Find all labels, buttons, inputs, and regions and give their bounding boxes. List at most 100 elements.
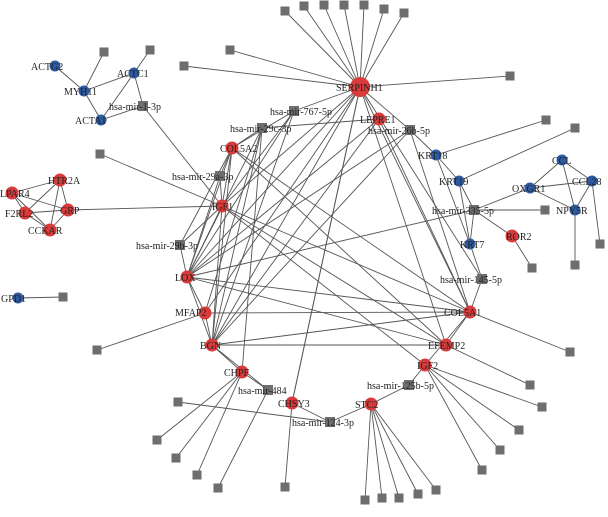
- edge-acta1-m1: [100, 105, 144, 121]
- node-label-bgn: BGN: [200, 341, 221, 352]
- mirna-node-hsa-mir-1-3p: [138, 101, 148, 111]
- leaf-edge: [96, 312, 206, 351]
- edge-igf1-col5a1: [221, 205, 471, 313]
- leaf-edge: [359, 4, 365, 88]
- node-label-gpd1: GPD1: [1, 294, 26, 305]
- gene-node-mfap2: [198, 306, 212, 320]
- edge-igf1-efemp2: [221, 205, 447, 346]
- mirna-node-hsa-mir-124-3p: [325, 417, 335, 427]
- node-label-igf2: IGF2: [417, 361, 438, 372]
- node-label-krt19: KRT19: [439, 177, 468, 188]
- edge-m29c-mfap2: [204, 127, 263, 314]
- edge-actc1-acta1: [100, 72, 135, 121]
- node-label-f2rl2: F2RL2: [5, 209, 33, 220]
- gene-node-krt7: [464, 238, 476, 250]
- edge-htr2a-f2rl2: [24, 179, 61, 214]
- node-label-acta1: ACTA1: [75, 116, 106, 127]
- gene-node-actc1: [128, 67, 140, 79]
- edge-lox-col5a1: [186, 276, 471, 313]
- edge-oxgr1-m335: [473, 187, 531, 211]
- leaf-node: [537, 402, 547, 412]
- leaf-node: [413, 489, 423, 499]
- node-label-myh11: MYH11: [64, 87, 97, 98]
- leaf-edge: [183, 65, 361, 88]
- edge-krt7-m145: [469, 243, 483, 280]
- edge-m29b-igf1: [179, 205, 223, 246]
- edge-m29c-chpf: [241, 127, 263, 373]
- node-label-col5a1: COL5A1: [444, 308, 481, 319]
- node-label-chpf: CHPF: [224, 368, 249, 379]
- mirna-node-hsa-mir-484: [263, 385, 273, 395]
- leaf-edge: [424, 364, 483, 471]
- leaf-edge: [175, 371, 243, 459]
- edge-lepre1-bgn: [211, 118, 380, 346]
- gene-node-f2rl2: [18, 206, 32, 220]
- leaf-edge: [458, 127, 576, 182]
- edge-col5a2-efemp2: [231, 147, 447, 346]
- gene-node-chpf: [235, 365, 249, 379]
- edge-lox-mfap2: [186, 276, 206, 314]
- gene-node-igf1: [215, 199, 229, 213]
- gene-node-grp: [61, 203, 75, 217]
- edge-m125b-stc2: [370, 384, 410, 405]
- node-label-krt7: KRT7: [460, 240, 484, 251]
- leaf-edge: [284, 10, 361, 88]
- gene-node-krt19: [453, 175, 465, 187]
- edge-m767-lox: [186, 110, 295, 278]
- gene-node-ror2: [505, 229, 519, 243]
- node-label-hsa-mir-767-5p: hsa-mir-767-5p: [270, 107, 332, 118]
- edge-col5a1-efemp2: [445, 311, 471, 346]
- leaf-node: [541, 115, 551, 125]
- edge-igf1-lox: [186, 205, 223, 278]
- leaf-edge: [424, 364, 501, 451]
- node-label-htr2a: HTR2A: [48, 176, 81, 187]
- leaf-edge: [343, 4, 361, 88]
- node-label-hsa-mir-335-5p: hsa-mir-335-5p: [432, 206, 494, 217]
- leaf-node: [58, 292, 68, 302]
- leaf-node: [152, 435, 162, 445]
- edge-krt18-krt7: [435, 154, 471, 245]
- leaf-edge: [370, 403, 437, 491]
- gene-node-col5a2: [225, 141, 239, 155]
- edge-col5a2-lox: [186, 147, 233, 278]
- node-label-hsa-mir-1-3p: hsa-mir-1-3p: [109, 102, 161, 113]
- leaf-edge: [370, 403, 400, 499]
- edge-serpinh1-lox: [186, 86, 361, 278]
- leaf-node: [145, 45, 155, 55]
- leaf-node: [399, 8, 409, 18]
- node-label-efemp2: EFEMP2: [428, 341, 465, 352]
- node-label-serpinh1: SERPINH1: [336, 83, 383, 94]
- leaf-node: [225, 45, 235, 55]
- leaf-node: [477, 465, 487, 475]
- edge-mfap2-col5a1: [204, 311, 471, 314]
- edge-chsy3-serpinh1: [291, 86, 361, 404]
- leaf-node: [514, 425, 524, 435]
- gene-node-myh11: [78, 85, 90, 97]
- node-label-hsa-mir-484: hsa-mir-484: [238, 386, 287, 397]
- network-nodes: [5, 60, 598, 427]
- leaf-node: [299, 1, 309, 11]
- leaf-node: [319, 0, 329, 10]
- edge-serpinh1-igf1: [221, 86, 361, 207]
- edge-lox-m335: [186, 209, 475, 278]
- edge-serpinh1-m767: [293, 86, 361, 112]
- node-label-igf1: IGF1: [212, 202, 233, 213]
- leaf-edge: [303, 5, 361, 88]
- gene-node-npy5r: [569, 204, 581, 216]
- edge-f2rl2-grp: [24, 209, 69, 214]
- leaf-node: [495, 445, 505, 455]
- gene-node-acta1: [95, 114, 107, 126]
- node-label-hsa-mir-29b-3p: hsa-mir-29b-3p: [136, 241, 198, 252]
- gene-node-ccl: [556, 154, 568, 166]
- leaf-node: [540, 205, 550, 215]
- leaf-node: [377, 493, 387, 503]
- edge-stc2-m124: [329, 403, 372, 423]
- leaf-edge: [83, 51, 105, 92]
- leaf-node: [379, 4, 389, 14]
- leaf-node: [280, 482, 290, 492]
- leaf-edge: [370, 403, 383, 499]
- mirna-node-hsa-mir-26b-5p: [405, 125, 415, 135]
- mirna-node-hsa-mir-125b-5p: [404, 380, 414, 390]
- leaf-node: [171, 453, 181, 463]
